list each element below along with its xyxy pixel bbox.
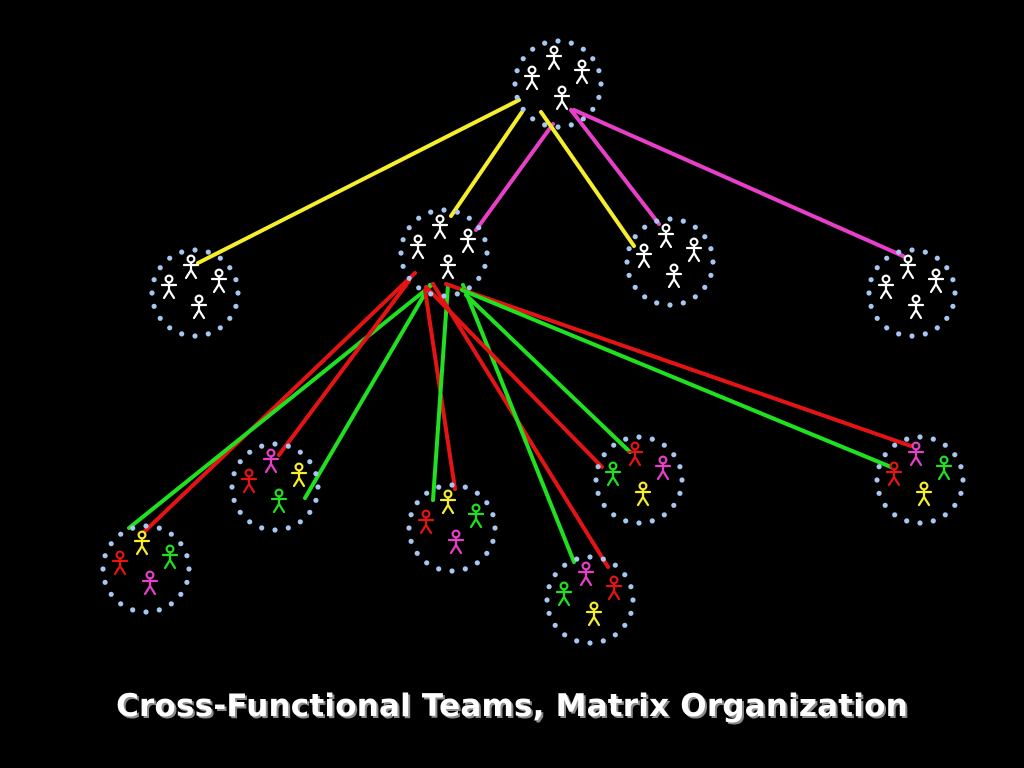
group-right-mid [624,216,716,308]
person-icon-white [685,237,703,263]
person-icon-green [467,503,485,529]
person-icon-yellow [915,481,933,507]
person-icon-white [210,268,228,294]
person-icon-white [907,294,925,320]
person-icon-red [240,468,258,494]
person-icon-magenta [577,561,595,587]
link-top-to-center-yellow [449,110,524,218]
link-center-to-team-5-red [424,285,604,469]
link-center-to-team-1-green [127,282,435,530]
person-icon-white [657,223,675,249]
person-icon-yellow [290,462,308,488]
link-top-to-center-magenta [474,122,555,232]
dotted-ring [544,554,636,646]
person-icon-white [431,214,449,240]
group-center [398,207,490,299]
person-icon-magenta [654,455,672,481]
person-icon-white [439,254,457,280]
link-center-to-team-4-green [461,283,576,564]
person-icon-red [417,509,435,535]
person-icon-white [160,274,178,300]
diagram-caption: Cross-Functional Teams, Matrix Organizat… [116,688,908,724]
dotted-ring [866,247,958,339]
person-icon-green [555,581,573,607]
person-icon-white [409,234,427,260]
person-icon-green [935,455,953,481]
link-top-to-right-mid-yellow [539,110,636,248]
dotted-ring [398,207,490,299]
person-icon-yellow [634,481,652,507]
person-icon-green [604,461,622,487]
dotted-ring [624,216,716,308]
dotted-ring [406,482,498,574]
group-top [512,38,604,130]
person-icon-white [190,294,208,320]
person-icon-red [885,461,903,487]
person-icon-white [927,268,945,294]
person-icon-white [523,65,541,91]
group-team-2 [229,441,321,533]
link-center-to-team-6-red [444,282,913,448]
link-center-to-team-1-red [141,271,417,535]
person-icon-white [553,85,571,111]
group-left [149,247,241,339]
person-icon-white [665,263,683,289]
group-team-6 [874,434,966,526]
person-icon-red [605,575,623,601]
person-icon-yellow [439,489,457,515]
person-icon-magenta [907,441,925,467]
link-center-to-team-3-green [431,283,450,502]
dotted-ring [100,523,192,615]
person-icon-yellow [585,601,603,627]
person-icon-white [182,254,200,280]
person-icon-magenta [447,529,465,555]
person-icon-yellow [133,530,151,556]
link-top-to-left-yellow [196,98,521,265]
person-icon-white [635,243,653,269]
link-center-to-team-2-green [303,283,432,500]
person-icon-white [545,45,563,71]
person-icon-magenta [262,448,280,474]
link-center-to-team-6-green [460,288,893,469]
dotted-ring [874,434,966,526]
group-team-1 [100,523,192,615]
person-icon-white [573,59,591,85]
groups-layer [100,38,966,646]
person-icon-white [877,274,895,300]
links-layer [127,98,913,569]
person-icon-red [626,441,644,467]
link-top-to-far-right-magenta [572,108,905,258]
link-center-to-team-2-red [277,279,411,457]
dotted-ring [149,247,241,339]
link-top-to-right-mid-magenta [569,108,661,226]
group-far-right [866,247,958,339]
person-icon-white [899,254,917,280]
person-icon-white [459,228,477,254]
person-icon-magenta [141,570,159,596]
link-center-to-team-5-green [464,293,632,454]
dotted-ring [229,441,321,533]
dotted-ring [593,434,685,526]
person-icon-green [161,544,179,570]
person-icon-green [270,488,288,514]
dotted-ring [512,38,604,130]
person-icon-red [111,550,129,576]
group-team-3 [406,482,498,574]
group-team-5 [593,434,685,526]
group-team-4 [544,554,636,646]
